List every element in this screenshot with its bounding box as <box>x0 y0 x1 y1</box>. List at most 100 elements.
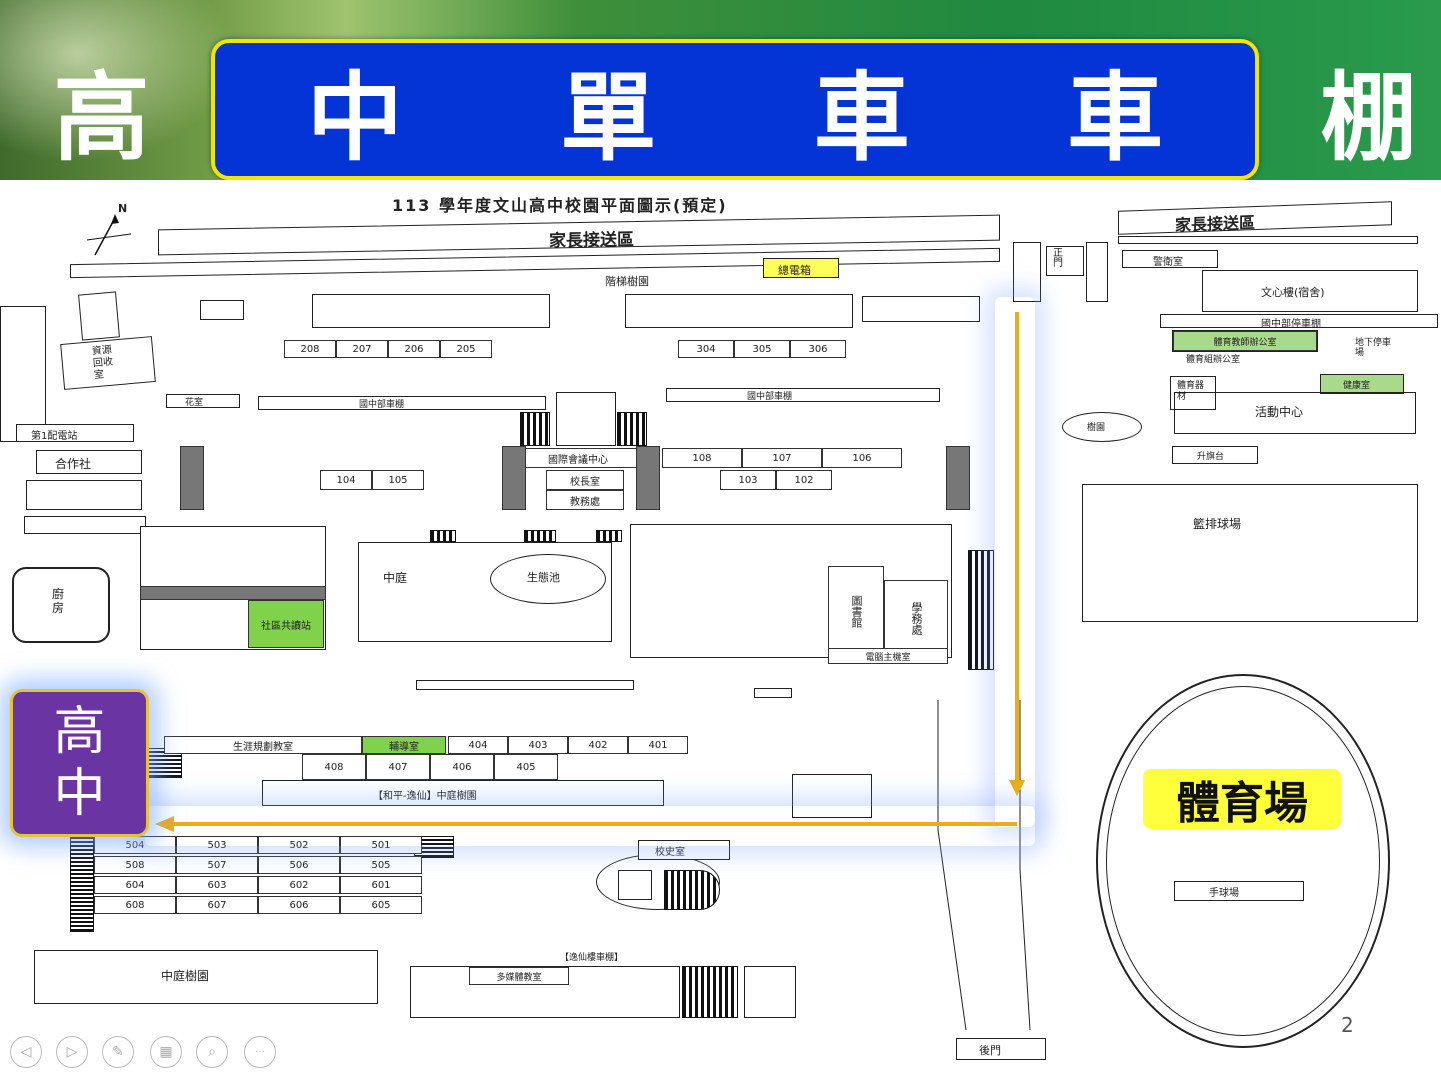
more-icon[interactable]: ··· <box>244 1036 276 1068</box>
kitchen: 廚房 <box>12 567 110 643</box>
gate-post-right <box>1086 242 1108 302</box>
room-508: 508 <box>94 856 176 874</box>
room-304: 304 <box>678 340 734 358</box>
podium: 升旗台 <box>1172 446 1258 464</box>
wall-strip <box>946 446 970 510</box>
road-lines <box>937 700 1031 1031</box>
room-608: 608 <box>94 896 176 914</box>
gate-post-left <box>1013 242 1041 302</box>
multimedia-building: 多媒體教室 <box>410 966 680 1018</box>
left-edge-building <box>0 306 46 442</box>
stairs-2 <box>617 412 647 446</box>
stairs-4 <box>524 530 556 542</box>
room-607: 607 <box>176 896 258 914</box>
track-outer <box>1096 674 1390 1048</box>
zoom-icon[interactable]: ⌕ <box>196 1036 228 1068</box>
room-403: 403 <box>508 736 568 754</box>
next-icon[interactable]: ▷ <box>56 1036 88 1068</box>
prev-icon[interactable]: ◁ <box>10 1036 42 1068</box>
wall-strip <box>180 446 204 510</box>
jh-bike-shed: 國中部停車棚 <box>1160 314 1438 330</box>
trees-box-right <box>862 296 980 322</box>
room-402: 402 <box>568 736 628 754</box>
main-gate: 正門 <box>1046 246 1084 276</box>
room-503: 503 <box>176 836 258 854</box>
sports-field-label: 體育場 <box>1143 769 1341 829</box>
slides-icon[interactable]: ▦ <box>150 1036 182 1068</box>
activity-center: 活動中心 <box>1174 392 1416 434</box>
room-601: 601 <box>340 876 422 894</box>
room-207: 207 <box>336 340 388 358</box>
room-208: 208 <box>284 340 336 358</box>
room-306: 306 <box>790 340 846 358</box>
lab-corridor <box>140 586 326 600</box>
stairs-6 <box>968 550 994 670</box>
room-505: 505 <box>340 856 422 874</box>
small-kiosk <box>618 870 652 900</box>
room-405: 405 <box>494 754 558 780</box>
room-606: 606 <box>258 896 340 914</box>
pe-equipment: 體育器材 <box>1170 376 1216 410</box>
pe-group-office: 體育組辦公室 <box>1186 355 1241 365</box>
stairs-8 <box>70 836 94 932</box>
wenxin-building: 文心樓(宿舍) <box>1202 270 1418 312</box>
room-603: 603 <box>176 876 258 894</box>
history-room: 校史室 <box>638 840 730 860</box>
room-602: 602 <box>258 876 340 894</box>
basketball-court: 籃排球場 <box>1082 484 1418 622</box>
wall-strip <box>502 446 526 510</box>
left-office-2 <box>24 516 146 534</box>
room-404: 404 <box>448 736 508 754</box>
health-room: 健康室 <box>1320 374 1404 394</box>
computer-room: 電腦主機室 <box>828 648 948 664</box>
xiaoshan-building <box>625 294 853 328</box>
campus-map: 113 學年度文山高中校園平面圖示(預定) N 家長接送區 階梯樹園 總電箱 家… <box>0 180 1441 1077</box>
yixian-label: 【逸仙樓車棚】 <box>560 953 624 963</box>
room-105: 105 <box>372 470 424 490</box>
page-title: 高 中 單 車 車 棚 <box>53 61 1441 174</box>
north-label: N <box>118 202 128 215</box>
page-number: 2 <box>1341 1013 1354 1037</box>
zhongting-trees: 中庭樹園 <box>34 950 378 1004</box>
room-206: 206 <box>388 340 440 358</box>
power-box: 總電箱 <box>763 258 839 278</box>
trees-box-small <box>792 774 872 818</box>
room-406: 406 <box>430 754 494 780</box>
principal: 校長室 <box>546 470 624 490</box>
right-road <box>1118 236 1418 244</box>
coop: 合作社 <box>36 450 142 474</box>
handball-court: 手球場 <box>1174 881 1304 901</box>
room-506: 506 <box>258 856 340 874</box>
room-305: 305 <box>734 340 790 358</box>
career-room: 生涯規劃教室 <box>164 736 362 754</box>
underground-parking: 地下停車場 <box>1355 338 1392 358</box>
trees-top-label: 階梯樹園 <box>605 275 649 288</box>
trees-right: 樹園 <box>1062 412 1142 442</box>
back-gate: 後門 <box>956 1038 1046 1060</box>
track-inner <box>1106 686 1380 1036</box>
room-507: 507 <box>176 856 258 874</box>
pen-icon[interactable]: ✎ <box>102 1036 134 1068</box>
room-408: 408 <box>302 754 366 780</box>
room-106: 106 <box>822 448 902 468</box>
map-heading: 113 學年度文山高中校園平面圖示(預定) <box>392 196 728 215</box>
north-arrow-icon <box>86 214 132 256</box>
stairs-5 <box>596 530 622 542</box>
community-station: 社區共讀站 <box>248 600 324 648</box>
stairs-3 <box>430 530 456 542</box>
pe-office: 體育教師辦公室 <box>1172 330 1318 352</box>
flower-room: 花室 <box>166 394 240 408</box>
corridor-peace <box>416 680 634 690</box>
peace-trees: 【和平-逸仙】中庭樹園 <box>262 780 664 806</box>
wenshan-building <box>312 294 550 328</box>
counseling: 輔導室 <box>362 736 446 754</box>
ecology-pond: 生態池 <box>490 554 606 604</box>
title-banner: 高 中 單 車 車 棚 <box>53 39 1417 180</box>
high-school-bike-shed-label: 高 中 <box>10 689 149 837</box>
corridor-small <box>754 688 792 698</box>
room-407: 407 <box>366 754 430 780</box>
room-103: 103 <box>720 470 776 490</box>
room-102: 102 <box>776 470 832 490</box>
stairs-1 <box>520 412 550 446</box>
